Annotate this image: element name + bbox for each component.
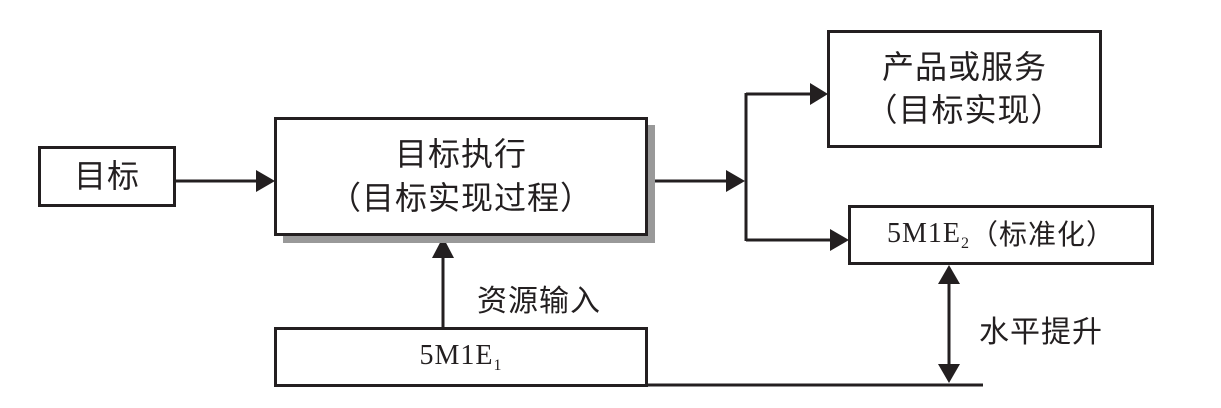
goal-label: 目标	[73, 156, 140, 195]
resource-prefix: 5M1E	[419, 340, 494, 372]
level-up-label: 水平提升	[979, 315, 1103, 350]
standard-node: 5M1E2 （标准化）	[848, 205, 1154, 265]
resource-subscript: 1	[493, 357, 503, 375]
double-arrow-level-up	[938, 265, 960, 383]
arrow-to-product	[746, 83, 828, 105]
standard-prefix: 5M1E	[886, 218, 961, 250]
resource-node: 5M1E1	[274, 327, 648, 387]
execution-subtitle: （目标实现过程）	[328, 178, 593, 217]
resource-code: 5M1E1	[420, 337, 503, 377]
standard-code: 5M1E2	[887, 215, 970, 255]
arrow-goal-to-execution	[175, 170, 275, 192]
execution-node: 目标执行 （目标实现过程）	[274, 117, 648, 236]
product-title: 产品或服务	[881, 47, 1047, 86]
arrow-resource-to-execution	[432, 237, 454, 328]
goal-node: 目标	[38, 146, 176, 207]
arrow-execution-to-split	[647, 170, 745, 192]
arrow-to-standard	[746, 229, 849, 251]
resource-input-label: 资源输入	[477, 284, 601, 319]
product-subtitle: （目标实现）	[865, 91, 1064, 129]
product-node: 产品或服务 （目标实现）	[827, 30, 1102, 148]
execution-title: 目标执行	[394, 135, 527, 174]
standard-suffix: （标准化）	[969, 218, 1115, 252]
standard-subscript: 2	[960, 235, 970, 253]
